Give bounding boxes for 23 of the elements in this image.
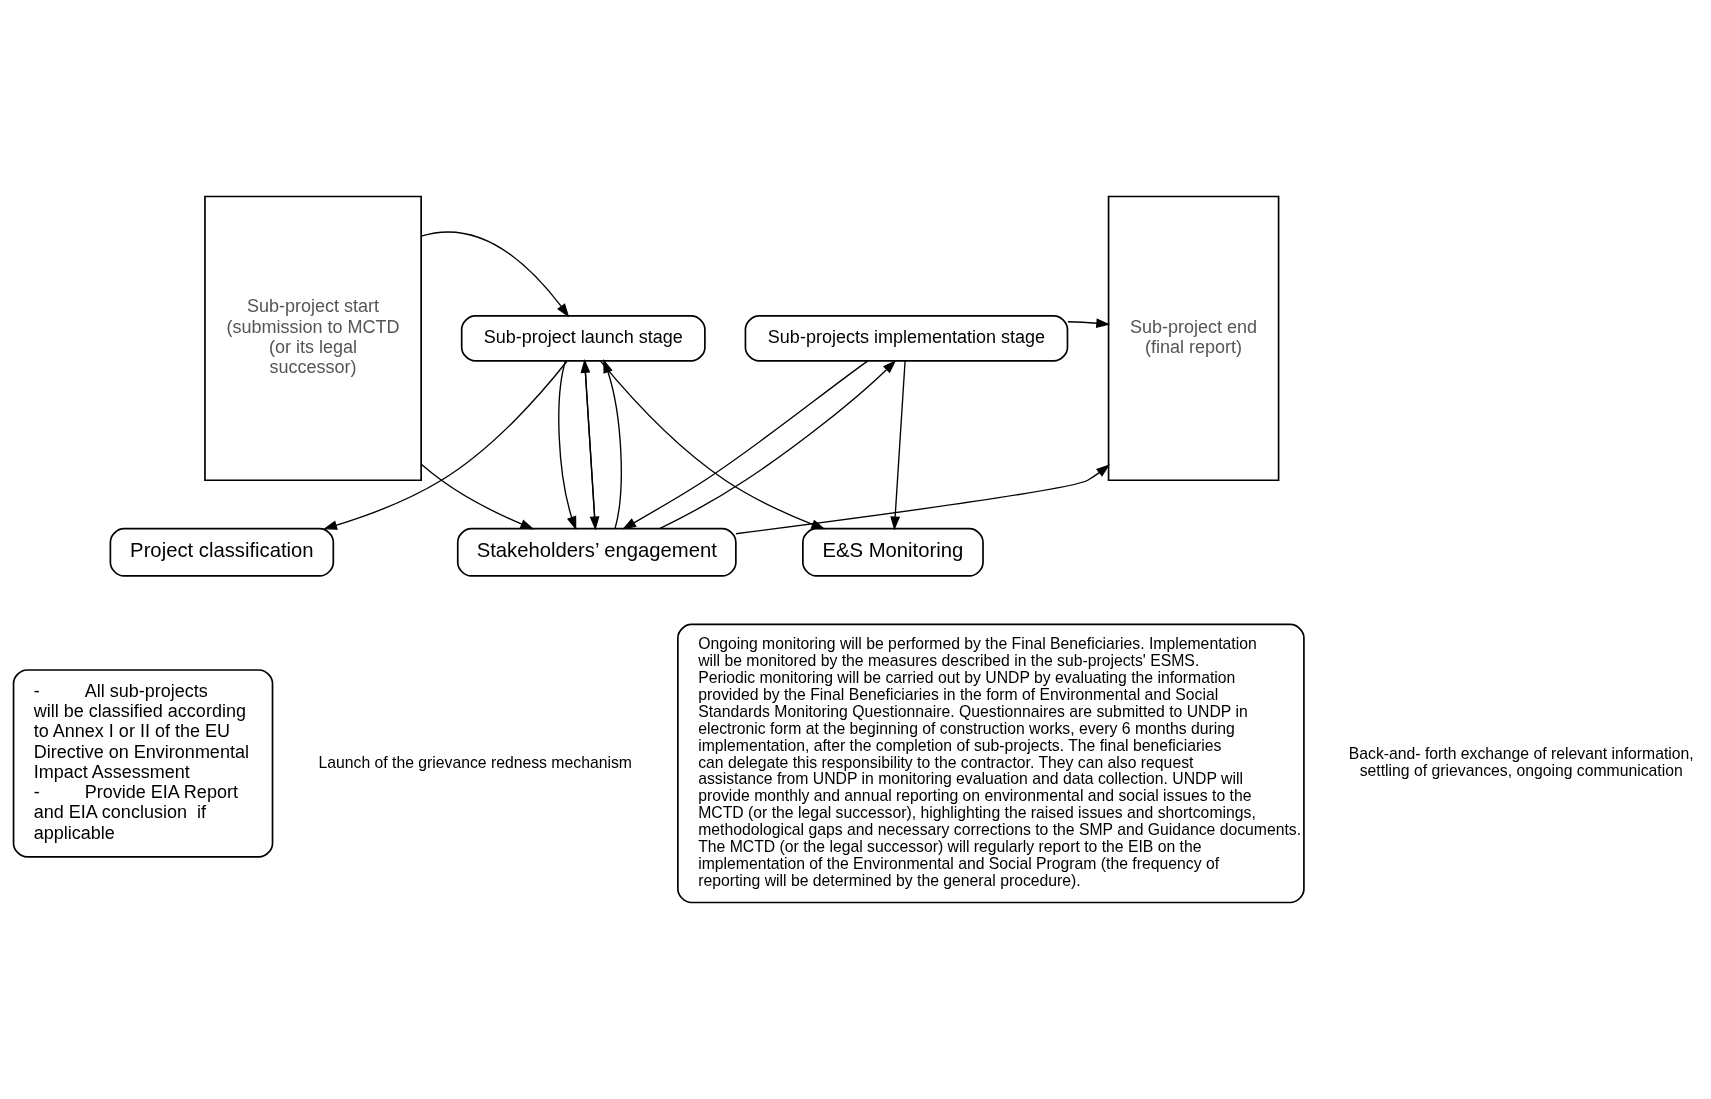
node-box: Project classification (109, 527, 335, 577)
node-box: Sub-project launch stage (460, 315, 706, 362)
arrow (558, 360, 577, 531)
arrow (658, 359, 897, 530)
node-box: Stakeholders’ engagement (456, 527, 737, 577)
arrow (323, 360, 568, 530)
arrow (735, 464, 1111, 535)
arrow (599, 360, 826, 530)
arrow (584, 360, 600, 531)
node-box: Sub-project end (final report) (1107, 195, 1280, 482)
node-box: Sub-project start (submission to MCTD (or its legal successor) (204, 195, 422, 482)
arrow (1067, 318, 1111, 329)
node-box: Sub-projects implementation stage (744, 315, 1069, 362)
node-box: E&S Monitoring (802, 527, 984, 577)
label: Back-and- forth exchange of relevant information, settling of grievances, ongoing communication (1348, 745, 1694, 780)
arrow (420, 231, 570, 318)
node-box: Ongoing monitoring will be performed by the Final Beneficiaries. Implementation will be monitored by the measures described in the sub-projects' ESMS. Periodic monitoring will be carried out by UNDP by evaluating the information provided by the Final Beneficiaries in the form of Environmental and Social Standards Monitoring Questionnaire. Questionnaires are submitted to UNDP in electronic form at the beginning of construction works, every 6 months during implementation, after the completion of sub-projects. The final beneficiaries can delegate this responsibility to the contractor. They can also request assistance from UNDP in monitoring evaluation and data collection. UNDP will provide monthly and annual reporting on environmental and social issues to the MCTD (or the legal successor), highlighting the raised issues and shortcomings, methodological gaps and necessary corrections to the SMP and Guidance documents. The MCTD (or the legal successor) will regularly report to the EIB on the implementation of the Environmental and Social Program (the frequency of reporting will be determined by the general procedure). (677, 623, 1305, 904)
arrow (603, 359, 622, 530)
node-box: - All sub-projects will be classified according to Annex I or II of the EU Directive on Environmental Impact Assessment - Provide EIA Report and EIA conclusion if applicable (12, 669, 274, 858)
arrow (622, 360, 869, 530)
arrow (420, 463, 535, 530)
arrow (890, 360, 906, 531)
label: Launch of the grievance redness mechanism (318, 753, 632, 771)
